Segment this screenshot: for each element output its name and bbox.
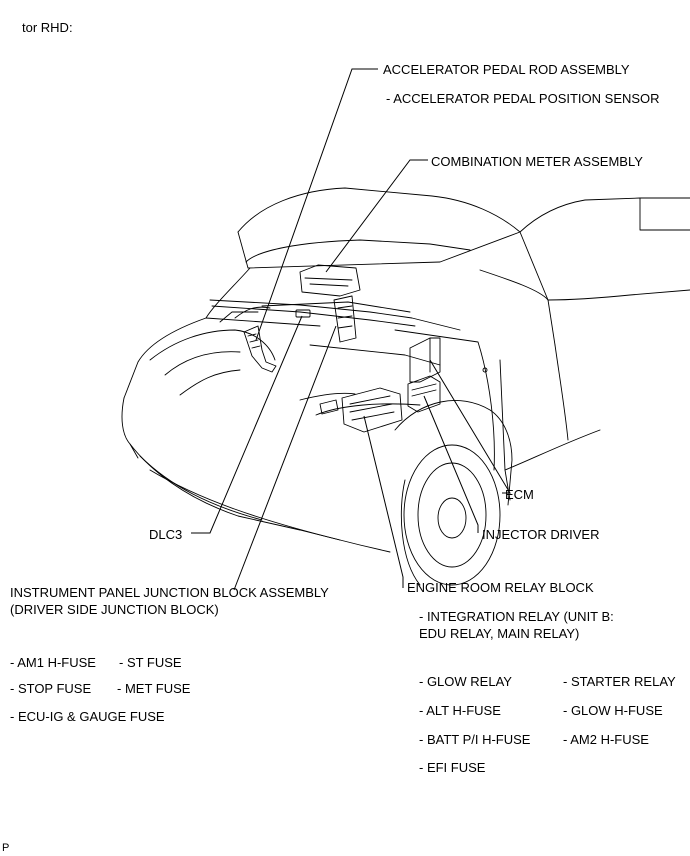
combination-meter-drawing bbox=[299, 264, 361, 297]
relay-integration-line2: EDU RELAY, MAIN RELAY) bbox=[419, 626, 580, 641]
label-combination-meter: COMBINATION METER ASSEMBLY bbox=[431, 154, 643, 169]
leader-accelerator-pedal bbox=[255, 68, 378, 341]
label-dlc3: DLC3 bbox=[149, 527, 183, 542]
engine-room-relay-block-drawing bbox=[319, 387, 403, 433]
vehicle-body-outline bbox=[121, 187, 690, 586]
label-ecm: ECM bbox=[505, 487, 534, 502]
leader-dlc3 bbox=[191, 315, 303, 534]
fuse-batt-pi-h: - BATT P/I H-FUSE bbox=[419, 732, 531, 747]
fuse-efi: - EFI FUSE bbox=[419, 760, 486, 775]
fuse-met: - MET FUSE bbox=[117, 681, 191, 696]
label-instrument-panel-jb-sub: (DRIVER SIDE JUNCTION BLOCK) bbox=[10, 602, 219, 617]
leader-instrument-panel-jb bbox=[233, 325, 337, 591]
fuse-st: - ST FUSE bbox=[119, 655, 182, 670]
fuse-ecu-ig-gauge: - ECU-IG & GAUGE FUSE bbox=[10, 709, 165, 724]
footer-code: P bbox=[2, 842, 10, 854]
ecm-drawing bbox=[409, 337, 441, 383]
label-instrument-panel-jb: INSTRUMENT PANEL JUNCTION BLOCK ASSEMBLY bbox=[10, 585, 329, 600]
leader-engine-room-relay-block bbox=[363, 415, 404, 588]
label-accelerator-pedal-rod: ACCELERATOR PEDAL ROD ASSEMBLY bbox=[383, 62, 630, 77]
label-injector-driver: INJECTOR DRIVER bbox=[482, 527, 600, 542]
label-engine-room-relay-block: ENGINE ROOM RELAY BLOCK bbox=[407, 580, 594, 595]
relay-starter: - STARTER RELAY bbox=[563, 674, 676, 689]
leader-injector-driver bbox=[423, 395, 479, 533]
fuse-stop: - STOP FUSE bbox=[10, 681, 92, 696]
instrument-panel-junction-block-drawing bbox=[333, 295, 357, 343]
relay-glow: - GLOW RELAY bbox=[419, 674, 512, 689]
injector-driver-drawing bbox=[407, 375, 441, 413]
label-accelerator-pedal-sensor: - ACCELERATOR PEDAL POSITION SENSOR bbox=[386, 91, 660, 106]
accelerator-pedal-drawing bbox=[243, 325, 277, 373]
leader-lines bbox=[191, 68, 511, 591]
fuse-alt-h: - ALT H-FUSE bbox=[419, 703, 501, 718]
header-text: tor RHD: bbox=[22, 20, 73, 35]
leader-combination-meter bbox=[325, 159, 428, 273]
fuse-glow-h: - GLOW H-FUSE bbox=[563, 703, 663, 718]
dlc3-connector-drawing bbox=[295, 309, 311, 318]
leader-ecm bbox=[429, 359, 511, 494]
relay-integration-line1: - INTEGRATION RELAY (UNIT B: bbox=[419, 609, 614, 624]
fuse-am1-h: - AM1 H-FUSE bbox=[10, 655, 96, 670]
fuse-am2-h: - AM2 H-FUSE bbox=[563, 732, 649, 747]
